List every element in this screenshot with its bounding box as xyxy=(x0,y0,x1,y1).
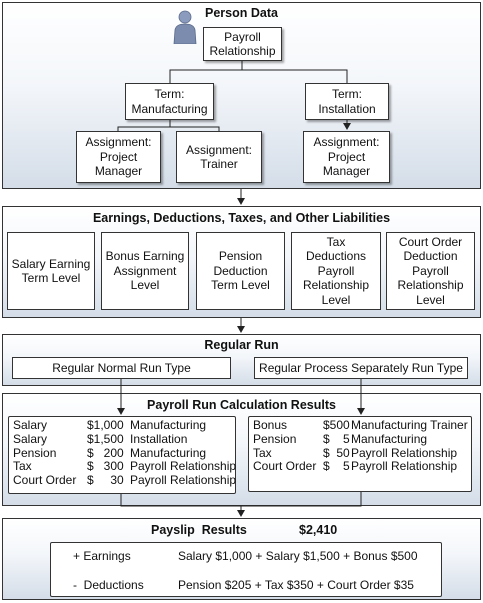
person-data-title: Person Data xyxy=(205,6,278,20)
tax-deductions-line-1: Tax xyxy=(326,234,346,249)
calc-left-item: Court Order xyxy=(13,473,77,488)
calc-right-target: Manufacturing xyxy=(351,431,428,446)
tax-deductions-line-4: Relationship xyxy=(302,278,370,293)
calc-right-target: Manufacturing Trainer xyxy=(351,418,468,432)
assignment-pm1-line-2: Project xyxy=(99,149,138,164)
court-order-deduction-box: Court Order Deduction Payroll Relationsh… xyxy=(386,232,475,310)
pension-deduction-line-1: Pension xyxy=(218,249,263,264)
assignment-pm1-line-1: Assignment: xyxy=(85,135,152,150)
calc-left-target: Payroll Relationship xyxy=(130,473,237,488)
regular-process-separately-label: Regular Process Separately Run Type xyxy=(259,360,463,375)
calc-left-item: Salary xyxy=(13,431,48,446)
tax-deductions-line-5: Level xyxy=(321,292,351,307)
regular-process-separately-box: Regular Process Separately Run Type xyxy=(254,357,468,379)
payslip-earnings-label: + Earnings xyxy=(73,549,131,563)
salary-earning-box: Salary Earning Term Level xyxy=(7,232,95,310)
court-order-line-5: Level xyxy=(416,292,445,307)
payslip-deductions-value: Pension $205 + Tax $350 + Court Order $3… xyxy=(178,578,414,592)
bonus-earning-line-1: Bonus Earning xyxy=(105,249,185,264)
calc-right-amount: $ 5 xyxy=(323,459,350,474)
term-installation-line-1: Term: xyxy=(332,87,362,101)
tax-deductions-line-3: Payroll xyxy=(317,263,355,278)
calc-right-amount: $ 5 xyxy=(323,431,350,446)
assignment-project-manager-1-box: Assignment: Project Manager xyxy=(76,131,161,183)
calc-left-row: Court Order $ 30 Payroll Relationship xyxy=(13,473,236,488)
assignment-trainer-line-1: Assignment: xyxy=(185,142,253,157)
calc-right-item: Tax xyxy=(253,445,272,460)
salary-earning-line-2: Term Level xyxy=(21,271,81,285)
assignment-pm1-line-3: Manager xyxy=(94,164,143,179)
pension-deduction-line-2: Deduction xyxy=(213,263,268,278)
payroll-relationship-line-1: Payroll xyxy=(224,29,261,44)
earnings-title: Earnings, Deductions, Taxes, and Other L… xyxy=(92,211,391,225)
regular-run-title: Regular Run xyxy=(204,338,279,352)
payslip-detail-box: + Earnings Salary $1,000 + Salary $1,500… xyxy=(50,542,442,597)
calc-left-item: Salary xyxy=(13,418,48,432)
assignment-trainer-line-2: Trainer xyxy=(200,157,238,171)
calc-right-target: Payroll Relationship xyxy=(351,445,458,460)
pension-deduction-line-3: Term Level xyxy=(211,278,270,293)
term-installation-box: Term: Installation xyxy=(305,83,389,120)
payslip-title: Payslip Results xyxy=(151,523,247,537)
assignment-pm2-line-3: Manager xyxy=(322,164,371,179)
payslip-earnings-value: Salary $1,000 + Salary $1,500 + Bonus $5… xyxy=(178,549,418,563)
calc-right-target: Payroll Relationship xyxy=(351,459,458,474)
tax-deductions-line-2: Deductions xyxy=(305,249,367,264)
calc-right-item: Bonus xyxy=(253,418,288,432)
calc-right-amount: $500 xyxy=(323,418,350,432)
term-manufacturing-line-1: Term: xyxy=(154,87,185,101)
calc-left-row: Tax $ 300 Payroll Relationship xyxy=(13,459,236,474)
bonus-earning-line-2: Assignment xyxy=(113,263,177,278)
calc-left-target: Manufacturing xyxy=(130,418,207,432)
calc-left-row: Salary $1,500 Installation xyxy=(13,431,231,447)
assignment-pm2-line-1: Assignment: xyxy=(313,135,380,150)
calc-right-item: Pension xyxy=(253,431,297,446)
calc-left-row: Pension $ 200 Manufacturing xyxy=(13,445,231,461)
bonus-earning-box: Bonus Earning Assignment Level xyxy=(101,232,189,310)
calc-left-item: Tax xyxy=(13,459,32,474)
regular-normal-run-type-label: Regular Normal Run Type xyxy=(52,360,191,375)
calc-left-item: Pension xyxy=(13,445,57,460)
calc-left-amount: $1,500 xyxy=(87,431,124,446)
calc-left-amount: $ 200 xyxy=(87,445,124,460)
payslip-deductions-label: - Deductions xyxy=(73,578,144,592)
assignment-trainer-box: Assignment: Trainer xyxy=(176,131,262,183)
calc-left-amount: $ 30 xyxy=(87,473,124,488)
calc-results-title: Payroll Run Calculation Results xyxy=(147,398,336,412)
payroll-relationship-line-2: Relationship xyxy=(209,44,276,58)
term-manufacturing-line-2: Manufacturing xyxy=(131,101,208,116)
court-order-line-1: Court Order xyxy=(398,234,463,249)
calc-left-amount: $ 300 xyxy=(87,459,124,474)
court-order-line-2: Deduction xyxy=(403,249,458,264)
assignment-project-manager-2-box: Assignment: Project Manager xyxy=(303,131,390,183)
payslip-total: $2,410 xyxy=(299,523,338,537)
court-order-line-3: Payroll xyxy=(412,263,449,278)
person-icon xyxy=(173,10,197,44)
court-order-line-4: Relationship xyxy=(397,278,464,293)
term-manufacturing-box: Term: Manufacturing xyxy=(125,83,214,120)
assignment-pm2-line-2: Project xyxy=(327,149,366,164)
regular-normal-run-type-box: Regular Normal Run Type xyxy=(12,357,231,379)
pension-deduction-box: Pension Deduction Term Level xyxy=(196,232,285,310)
tax-deductions-box: Tax Deductions Payroll Relationship Leve… xyxy=(291,232,381,310)
salary-earning-line-1: Salary Earning xyxy=(11,256,91,271)
calc-left-target: Payroll Relationship xyxy=(130,459,237,474)
bonus-earning-line-3: Level xyxy=(130,278,160,293)
term-installation-line-2: Installation xyxy=(318,101,376,116)
calc-left-target: Installation xyxy=(130,431,188,446)
calc-right-item: Court Order xyxy=(253,459,317,474)
calc-left-row: Salary $1,000 Manufacturing xyxy=(13,418,231,433)
calc-left-target: Manufacturing xyxy=(130,445,207,460)
calc-right-amount: $ 50 xyxy=(323,445,350,460)
payroll-relationship-box: Payroll Relationship xyxy=(203,27,282,61)
calc-left-amount: $1,000 xyxy=(87,418,124,432)
